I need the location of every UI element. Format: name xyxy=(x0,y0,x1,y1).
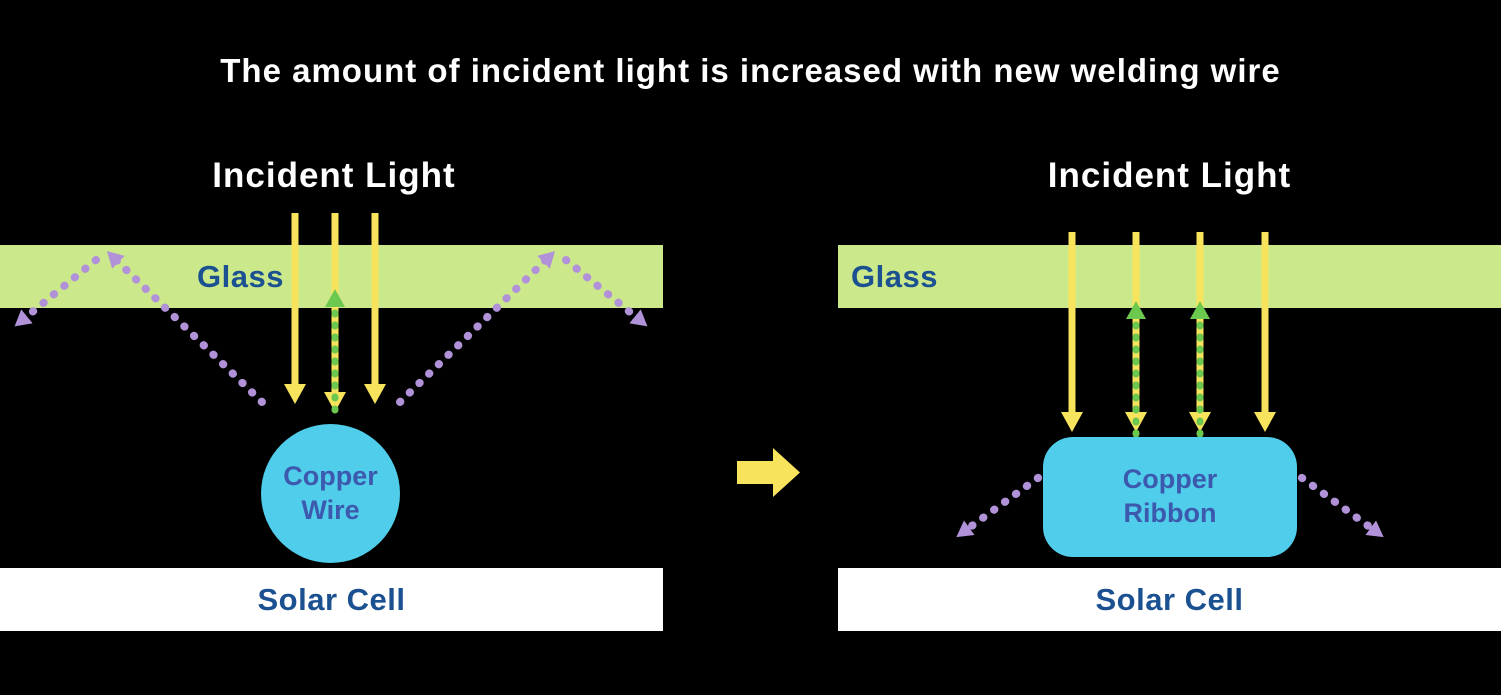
solar-cell-bar-right: Solar Cell xyxy=(838,568,1501,631)
copper-wire-label: Copper Wire xyxy=(283,460,378,525)
lost-light-ray-icon xyxy=(106,251,266,406)
copper-wire-shape: Copper Wire xyxy=(261,424,400,563)
lost-light-rays-left xyxy=(14,251,648,406)
transition-arrow-icon xyxy=(737,448,800,497)
solar-cell-label-left: Solar Cell xyxy=(257,581,406,617)
incident-light-label-right: Incident Light xyxy=(1047,156,1292,195)
lost-light-ray-icon xyxy=(396,251,556,406)
copper-ribbon-shape: Copper Ribbon xyxy=(1043,437,1297,557)
diagram-title: The amount of incident light is increase… xyxy=(220,52,1281,89)
lost-light-ray-icon xyxy=(562,256,648,327)
reflected-light-arrows-right xyxy=(1126,301,1210,438)
solar-cell-bar-left: Solar Cell xyxy=(0,568,663,631)
incident-light-arrows-right xyxy=(1061,232,1276,432)
glass-label-left: Glass xyxy=(197,258,284,294)
copper-ribbon-label: Copper Ribbon xyxy=(1122,464,1218,528)
glass-layer-right: Glass xyxy=(838,245,1501,308)
glass-label-right: Glass xyxy=(851,258,938,294)
lost-light-ray-icon xyxy=(14,256,100,327)
solar-cell-label-right: Solar Cell xyxy=(1095,581,1244,617)
incident-light-label-left: Incident Light xyxy=(212,156,456,195)
